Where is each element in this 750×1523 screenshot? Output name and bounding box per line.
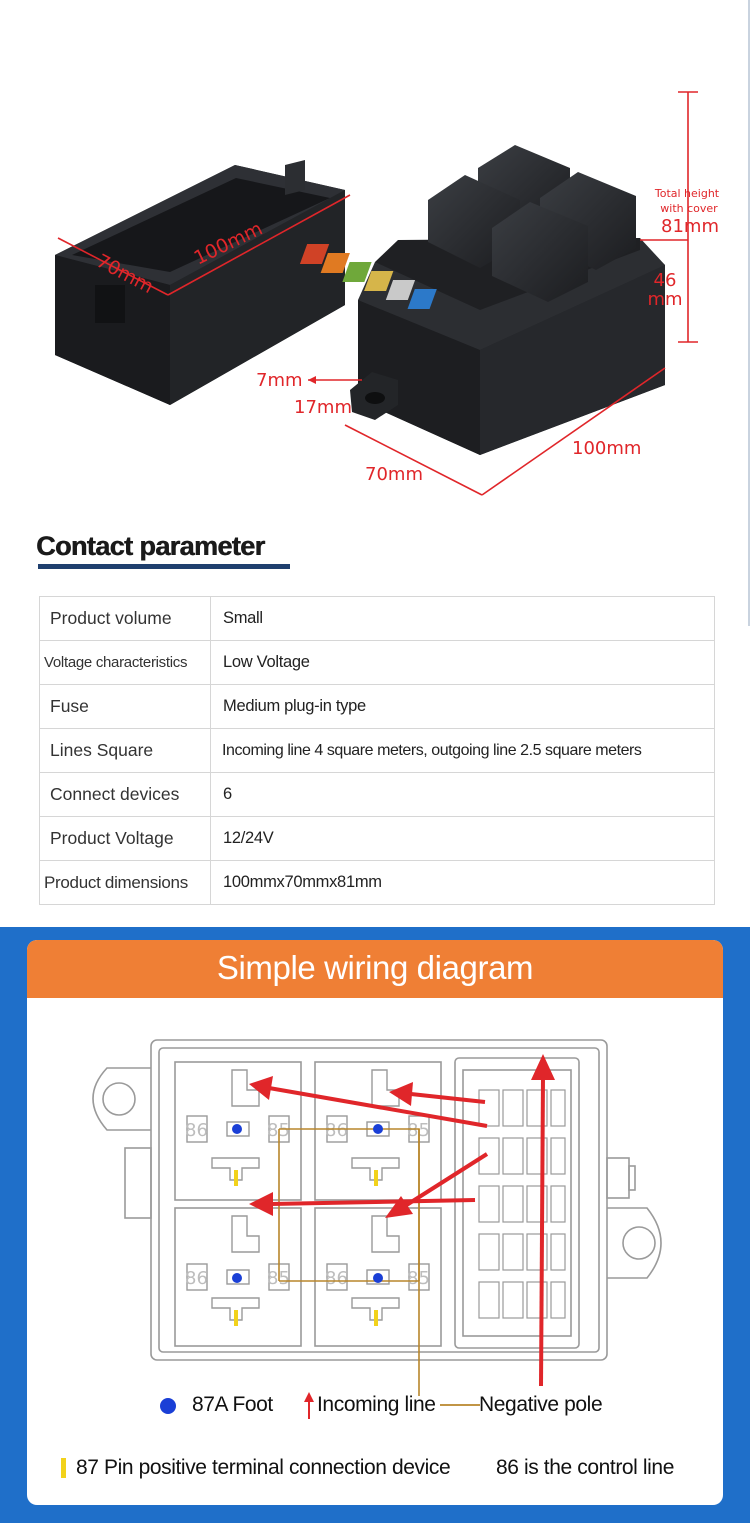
- param-key: Product dimensions: [39, 860, 211, 905]
- tab-length-label: 17mm: [294, 397, 352, 418]
- wiring-diagram: 86 85 86 85 86 85 86 85: [92, 1039, 662, 1396]
- table-row: Fuse Medium plug-in type: [39, 684, 715, 729]
- pin-label-86: 86: [325, 1120, 348, 1141]
- foot-dots: [232, 1124, 383, 1283]
- lid-width-line: [57, 237, 169, 296]
- mount-ear-left: [92, 1067, 151, 1131]
- total-height-value: 81mm: [661, 216, 719, 237]
- legend-foot-dot: [160, 1398, 176, 1414]
- relay-box: [299, 145, 665, 455]
- table-row: Product dimensions 100mmx70mmx81mm: [39, 860, 715, 905]
- base-length-label: 100mm: [572, 438, 641, 459]
- pin-label-86: 86: [185, 1120, 208, 1141]
- parameter-table: Product volume Small Voltage characteris…: [39, 596, 715, 905]
- legend-control: 86 is the control line: [496, 1456, 674, 1479]
- section-title: Contact parameter: [36, 531, 265, 561]
- lid-length-line: [167, 194, 351, 296]
- legend-pin87: 87 Pin positive terminal connection devi…: [76, 1456, 451, 1479]
- table-row: Product volume Small: [39, 596, 715, 641]
- product-photo: 70mm 100mm: [0, 0, 750, 520]
- param-value: 100mmx70mmx81mm: [210, 860, 715, 905]
- legend-incoming-arrow: [304, 1392, 314, 1419]
- fuse-block: [454, 1057, 580, 1349]
- wiring-card: Simple wiring diagram: [27, 940, 723, 1505]
- param-key: Product Voltage: [39, 816, 211, 861]
- legend-incoming: Incoming line: [317, 1393, 436, 1416]
- tab-hole-label: 7mm: [256, 370, 303, 391]
- page-edge-divider: [748, 0, 750, 626]
- legend-negative-line: [440, 1404, 480, 1406]
- table-row: Voltage characteristics Low Voltage: [39, 640, 715, 685]
- param-value: Small: [210, 596, 715, 641]
- table-row: Connect devices 6: [39, 772, 715, 817]
- legend-pin87-marker: [61, 1458, 66, 1478]
- section-title-underline: [38, 564, 290, 569]
- base-length-line: [481, 367, 666, 496]
- product-illustration: 70mm 100mm: [55, 91, 720, 496]
- total-height-caption-1: Total height: [654, 187, 720, 200]
- pin87-markers: [234, 1170, 378, 1326]
- pin-label-86: 86: [185, 1268, 208, 1289]
- param-value: Incoming line 4 square meters, outgoing …: [210, 728, 715, 773]
- wiring-section: Simple wiring diagram: [0, 927, 750, 1523]
- base-width-label: 70mm: [365, 464, 423, 485]
- param-key: Fuse: [39, 684, 211, 729]
- fuse-slots: [478, 1089, 566, 1319]
- total-height-caption-2: with cover: [660, 202, 718, 215]
- param-value: 6: [210, 772, 715, 817]
- cover-lid: [55, 160, 345, 405]
- param-key: Connect devices: [39, 772, 211, 817]
- base-width-line: [344, 424, 483, 496]
- mount-ear-right: [607, 1207, 662, 1279]
- param-value: Medium plug-in type: [210, 684, 715, 729]
- table-row: Product Voltage 12/24V: [39, 816, 715, 861]
- param-key: Voltage characteristics: [39, 640, 211, 685]
- param-value: Low Voltage: [210, 640, 715, 685]
- param-key: Product volume: [39, 596, 211, 641]
- wiring-title: Simple wiring diagram: [216, 949, 534, 986]
- pin-label-86: 86: [325, 1268, 348, 1289]
- body-height-unit: mm: [647, 289, 682, 310]
- legend-foot: 87A Foot: [192, 1393, 273, 1416]
- body-height-value: 46: [654, 270, 677, 291]
- negative-pole-wiring: [278, 1128, 420, 1396]
- relay-bottom-left: [186, 1215, 290, 1321]
- param-key: Lines Square: [39, 728, 211, 773]
- incoming-arrows: [249, 1054, 555, 1387]
- wiring-header: Simple wiring diagram: [27, 940, 723, 998]
- table-row: Lines Square Incoming line 4 square mete…: [39, 728, 715, 773]
- param-value: 12/24V: [210, 816, 715, 861]
- legend-negative: Negative pole: [479, 1393, 603, 1416]
